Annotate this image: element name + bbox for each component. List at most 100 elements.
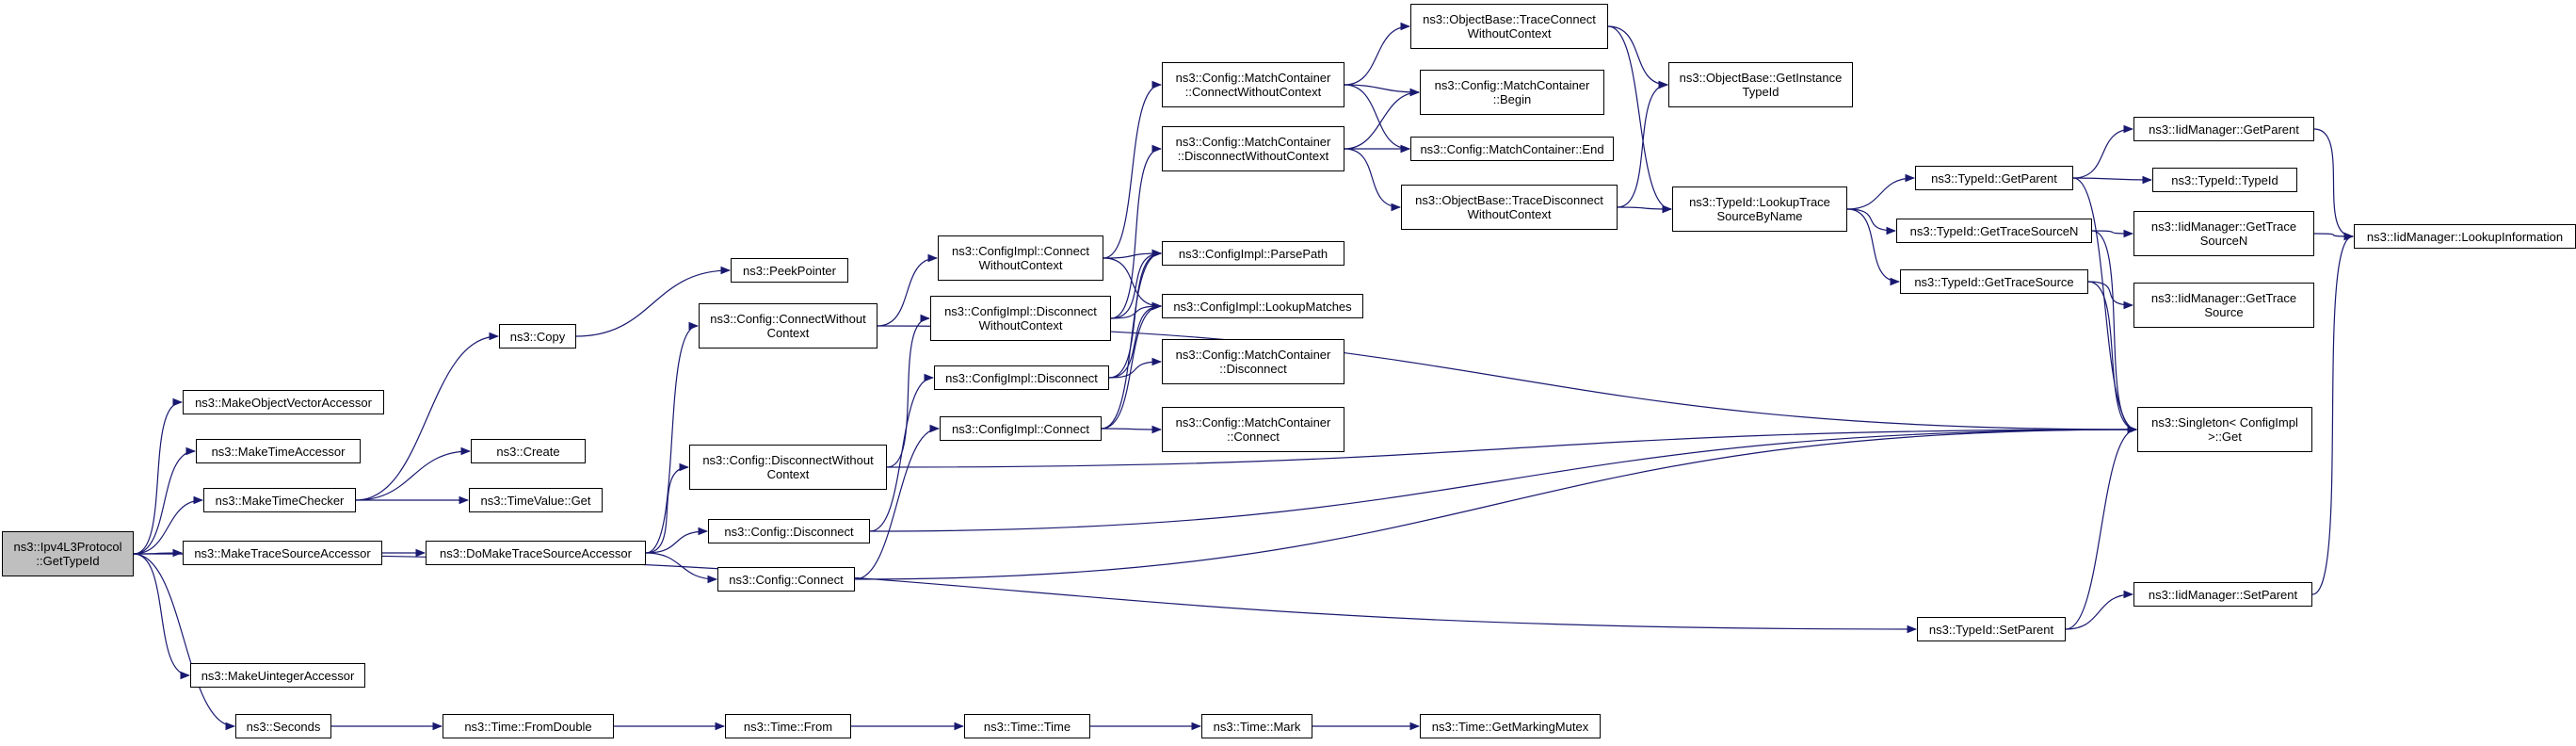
node-label-line: ns3::ConfigImpl::Disconnect — [945, 370, 1098, 385]
edge-doMakeTraceSourceAccessor-to-configDisconnectWithoutContext — [645, 462, 690, 554]
node-impl-connect[interactable]: ns3::ConfigImpl::Connect — [940, 416, 1102, 441]
node-label-line: ns3::Copy — [509, 329, 566, 344]
node-label-line: ns3::MakeUintegerAccessor — [201, 668, 355, 683]
node-lookup-matches[interactable]: ns3::ConfigImpl::LookupMatches — [1162, 294, 1363, 318]
edge-implConnectWithoutContext-to-parsePath — [1103, 249, 1163, 259]
node-config-connect[interactable]: ns3::Config::Connect — [717, 567, 855, 592]
node-mc-connect[interactable]: ns3::Config::MatchContainer::Connect — [1162, 407, 1344, 452]
edge-mcConnectWithoutContext-to-mcEnd — [1344, 84, 1411, 154]
node-label-line: ns3::IidManager::SetParent — [2148, 587, 2298, 602]
node-type-id-get-parent[interactable]: ns3::TypeId::GetParent — [1915, 166, 2073, 190]
node-label-line: ::Connect — [1227, 430, 1280, 444]
node-type-id-get-trace-source[interactable]: ns3::TypeId::GetTraceSource — [1900, 269, 2088, 294]
node-do-make-trace-source-accessor[interactable]: ns3::DoMakeTraceSourceAccessor — [426, 541, 646, 565]
node-root: ns3::Ipv4L3Protocol::GetTypeId — [2, 531, 134, 576]
node-singleton-get[interactable]: ns3::Singleton< ConfigImpl >::Get — [2137, 407, 2312, 452]
node-iid-get-parent[interactable]: ns3::IidManager::GetParent — [2133, 117, 2314, 141]
node-config-disconnect[interactable]: ns3::Config::Disconnect — [708, 519, 870, 543]
node-label-line: ::GetTypeId — [36, 554, 100, 568]
node-label-line: ns3::Singleton< ConfigImpl — [2151, 415, 2298, 430]
node-label-line: WithoutContext — [978, 318, 1063, 332]
edge-doMakeTraceSourceAccessor-to-configConnectWithoutContext — [645, 321, 700, 554]
node-label-line: ns3::Time::FromDouble — [464, 719, 592, 734]
node-make-time-accessor[interactable]: ns3::MakeTimeAccessor — [196, 439, 361, 463]
node-time-time[interactable]: ns3::Time::Time — [964, 714, 1090, 738]
node-label-line: ns3::Create — [496, 444, 560, 459]
edge-typeIdGetTraceSourceN-to-iidGetTraceSourceN — [2091, 229, 2134, 238]
node-type-id-get-trace-source-n[interactable]: ns3::TypeId::GetTraceSourceN — [1896, 219, 2092, 243]
node-make-time-checker[interactable]: ns3::MakeTimeChecker — [203, 488, 356, 512]
node-label-line: ns3::ConfigImpl::Connect — [952, 244, 1089, 258]
node-label-line: ns3::TypeId::TypeId — [2171, 172, 2278, 187]
node-label-line: ns3::Config::DisconnectWithout — [702, 453, 874, 467]
edge-obTraceConnectWithoutContext-to-obGetInstanceTypeId — [1607, 25, 1669, 89]
edge-iidGetTraceSourceN-to-iidLookupInformation — [2313, 232, 2355, 241]
edge-configDisconnect-to-implDisconnect — [869, 373, 935, 532]
node-mc-connect-without-context[interactable]: ns3::Config::MatchContainer::ConnectWith… — [1162, 62, 1344, 107]
node-get-marking-mutex[interactable]: ns3::Time::GetMarkingMutex — [1420, 714, 1601, 738]
edge-root-to-makeUintegerAccessor — [133, 553, 191, 680]
node-time-mark[interactable]: ns3::Time::Mark — [1201, 714, 1312, 738]
edge-copy-to-peekPointer — [575, 266, 732, 337]
node-create[interactable]: ns3::Create — [471, 439, 586, 463]
edge-mcDisconnectWithoutContext-to-obTraceDisconnectWithoutContext — [1344, 148, 1402, 212]
node-label-line: ns3::TypeId::GetTraceSourceN — [1909, 223, 2079, 238]
node-mc-end[interactable]: ns3::Config::MatchContainer::End — [1410, 137, 1614, 161]
node-iid-set-parent[interactable]: ns3::IidManager::SetParent — [2133, 582, 2312, 607]
node-label-line: ns3::TypeId::GetParent — [1931, 170, 2057, 186]
edge-lookupTraceSourceByName-to-typeIdGetTraceSourceN — [1846, 208, 1897, 235]
node-time-from[interactable]: ns3::Time::From — [725, 714, 851, 738]
node-label-line: WithoutContext — [1467, 207, 1552, 221]
node-iid-lookup-information[interactable]: ns3::IidManager::LookupInformation — [2354, 224, 2576, 249]
node-mc-disconnect-without-context[interactable]: ns3::Config::MatchContainer::DisconnectW… — [1162, 126, 1344, 171]
node-label-line: ns3::MakeTraceSourceAccessor — [194, 545, 371, 560]
node-make-trace-source-accessor[interactable]: ns3::MakeTraceSourceAccessor — [183, 541, 382, 565]
edge-typeIdGetTraceSource-to-singletonGet — [2087, 281, 2138, 434]
node-label-line: ns3::IidManager::LookupInformation — [2366, 229, 2564, 244]
node-parse-path[interactable]: ns3::ConfigImpl::ParsePath — [1162, 241, 1344, 266]
node-impl-disconnect[interactable]: ns3::ConfigImpl::Disconnect — [934, 365, 1109, 390]
node-time-from-double[interactable]: ns3::Time::FromDouble — [443, 714, 614, 738]
node-label-line: ns3::Config::Connect — [729, 572, 844, 587]
node-label-line: ns3::ObjectBase::GetInstance — [1679, 71, 1843, 85]
node-copy[interactable]: ns3::Copy — [499, 324, 576, 349]
node-time-value-get[interactable]: ns3::TimeValue::Get — [469, 488, 603, 512]
node-label-line: >::Get — [2208, 430, 2242, 444]
edge-configConnect-to-singletonGet — [854, 425, 2138, 580]
edge-implDisconnect-to-mcDisconnect — [1108, 357, 1163, 379]
node-label-line: ns3::TypeId::LookupTrace — [1689, 195, 1830, 209]
node-mc-disconnect[interactable]: ns3::Config::MatchContainer::Disconnect — [1162, 339, 1344, 384]
node-label-line: ns3::Time::From — [743, 719, 833, 734]
node-make-object-vector-accessor[interactable]: ns3::MakeObjectVectorAccessor — [183, 390, 384, 414]
node-type-id-set-parent[interactable]: ns3::TypeId::SetParent — [1917, 617, 2066, 641]
node-mc-begin[interactable]: ns3::Config::MatchContainer::Begin — [1420, 70, 1604, 115]
edge-typeIdSetParent-to-singletonGet — [2065, 425, 2138, 630]
edge-makeTimeChecker-to-copy — [355, 332, 500, 501]
node-label-line: ns3::Config::MatchContainer — [1175, 415, 1331, 430]
node-label-line: ns3::DoMakeTraceSourceAccessor — [440, 545, 632, 560]
edge-lookupTraceSourceByName-to-typeIdGetParent — [1846, 173, 1916, 210]
node-label-line: ns3::IidManager::GetTrace — [2150, 219, 2297, 234]
node-seconds[interactable]: ns3::Seconds — [235, 714, 331, 738]
node-make-uinteger-accessor[interactable]: ns3::MakeUintegerAccessor — [190, 663, 365, 688]
node-type-id-type-id[interactable]: ns3::TypeId::TypeId — [2152, 168, 2297, 192]
edge-root-to-makeTimeAccessor — [133, 446, 197, 555]
edge-typeIdGetTraceSourceN-to-singletonGet — [2091, 230, 2138, 434]
edge-implConnect-to-lookupMatches — [1101, 301, 1163, 430]
node-peek-pointer[interactable]: ns3::PeekPointer — [731, 258, 848, 283]
edge-lookupTraceSourceByName-to-typeIdGetTraceSource — [1846, 208, 1901, 286]
edge-doMakeTraceSourceAccessor-to-configConnect — [645, 552, 718, 584]
node-label-line: ns3::MakeTimeChecker — [215, 493, 345, 508]
